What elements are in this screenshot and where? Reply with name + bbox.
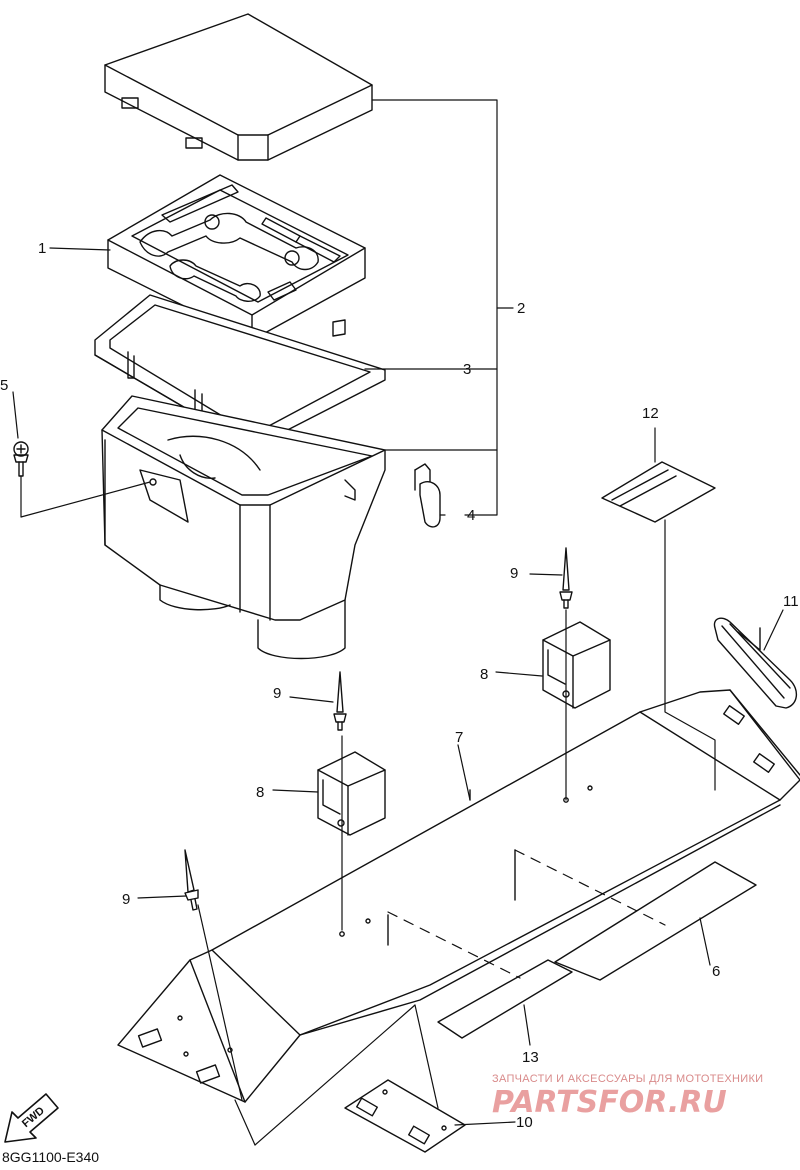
clamp-upper (542, 621, 611, 709)
callout-12: 12 (642, 405, 659, 422)
leader-lines (12, 99, 784, 1146)
callout-3: 3 (463, 361, 471, 378)
box-lid (104, 13, 373, 161)
callout-6: 6 (712, 963, 720, 980)
callout-9-middle: 9 (273, 685, 281, 702)
callout-7: 7 (455, 729, 463, 746)
fwd-arrow-icon: FWD (4, 1093, 59, 1143)
callout-4: 4 (467, 507, 475, 524)
pad-13 (387, 914, 573, 1039)
callout-2: 2 (517, 300, 525, 317)
screw (13, 441, 29, 477)
callout-11: 11 (783, 593, 799, 610)
callout-8-upper: 8 (480, 666, 488, 683)
drawing-code: 8GG1100-E340 (2, 1149, 99, 1165)
tool-box-body (101, 395, 386, 660)
small-plate (344, 1079, 466, 1153)
callout-5: 5 (0, 377, 8, 394)
watermark-tagline: ЗАПЧАСТИ И АКСЕССУАРЫ ДЛЯ МОТОТЕХНИКИ (492, 1073, 763, 1085)
callout-13: 13 (522, 1049, 539, 1066)
pad-dashes (387, 849, 666, 979)
watermark-logo: PARTSFOR.RU (492, 1085, 727, 1120)
callout-9-lower: 9 (122, 891, 130, 908)
rivet-upper (559, 547, 573, 609)
band (713, 617, 797, 709)
clamp-lower (317, 751, 386, 836)
callout-10: 10 (516, 1114, 533, 1131)
callout-8-lower: 8 (256, 784, 264, 801)
callout-9-upper: 9 (510, 565, 518, 582)
callouts: 1 2 3 4 5 6 7 8 8 9 9 9 10 11 12 13 (0, 240, 799, 1131)
callout-1: 1 (38, 240, 46, 257)
label-12 (601, 461, 716, 523)
rivet-lower (184, 849, 199, 911)
clip (414, 463, 441, 528)
pad-6 (514, 849, 757, 981)
rivet-middle (333, 671, 347, 731)
tool-tray (107, 174, 366, 341)
watermark: ЗАПЧАСТИ И АКСЕССУАРЫ ДЛЯ МОТОТЕХНИКИ PA… (492, 1073, 763, 1120)
